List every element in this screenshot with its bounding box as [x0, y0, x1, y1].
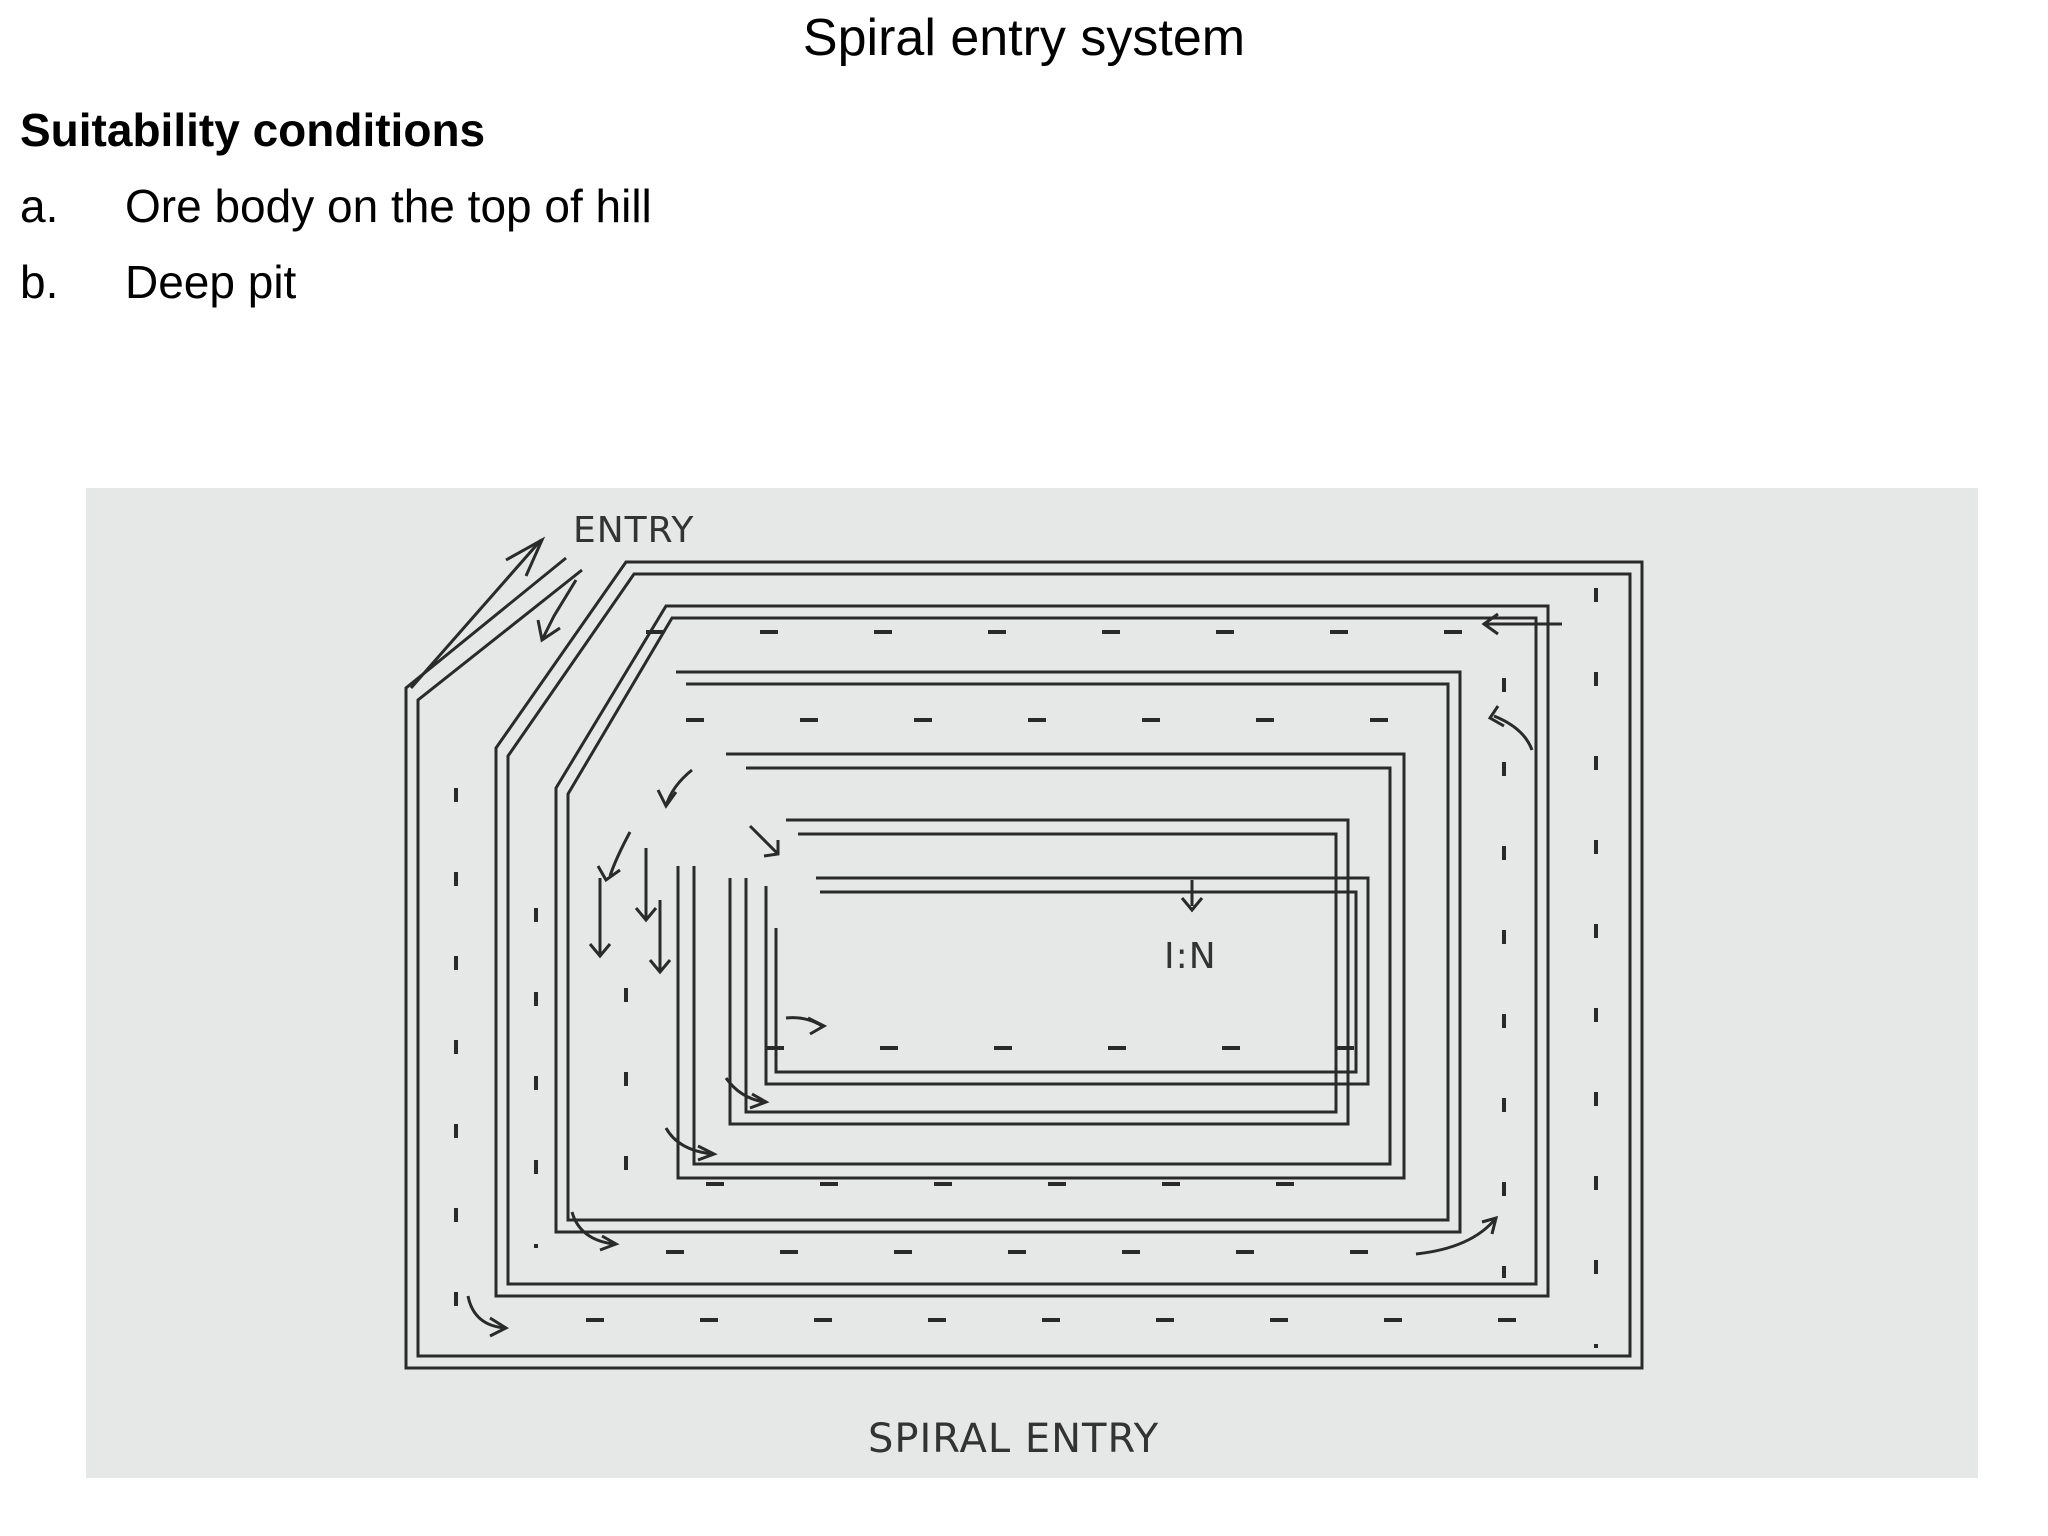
condition-text: Ore body on the top of hill — [125, 180, 652, 232]
entry-arrowhead — [505, 536, 546, 577]
section-heading: Suitability conditions — [20, 104, 486, 156]
inner-ring — [692, 766, 1392, 1166]
inner-ring — [774, 890, 1358, 1074]
spiral-entry-diagram — [404, 536, 1644, 1428]
condition-text: Deep pit — [125, 256, 297, 308]
list-marker: a. — [20, 180, 59, 232]
entry-ramp — [409, 539, 543, 689]
outer-wall — [404, 556, 1644, 1370]
condition-item: a. Ore body on the top of hill — [20, 176, 652, 236]
road-center-dashes — [516, 630, 1606, 1428]
outer-wall-inner — [416, 568, 1632, 1358]
flow-arrows — [466, 579, 1562, 1338]
inner-label: I:N — [1164, 936, 1217, 977]
road-side-dashes — [454, 588, 1598, 1348]
inner-ring — [728, 818, 1350, 1126]
spiral-entry-figure: ENTRY I:N SPIRAL ENTRY — [86, 488, 1978, 1478]
inner-ring — [676, 752, 1406, 1180]
list-marker: b. — [20, 256, 59, 308]
entry-label: ENTRY — [573, 510, 695, 551]
figure-caption: SPIRAL ENTRY — [868, 1416, 1160, 1462]
condition-item: b. Deep pit — [20, 252, 296, 312]
inner-ring — [764, 876, 1370, 1086]
inner-ring — [744, 832, 1338, 1114]
document-title: Spiral entry system — [802, 9, 1246, 67]
